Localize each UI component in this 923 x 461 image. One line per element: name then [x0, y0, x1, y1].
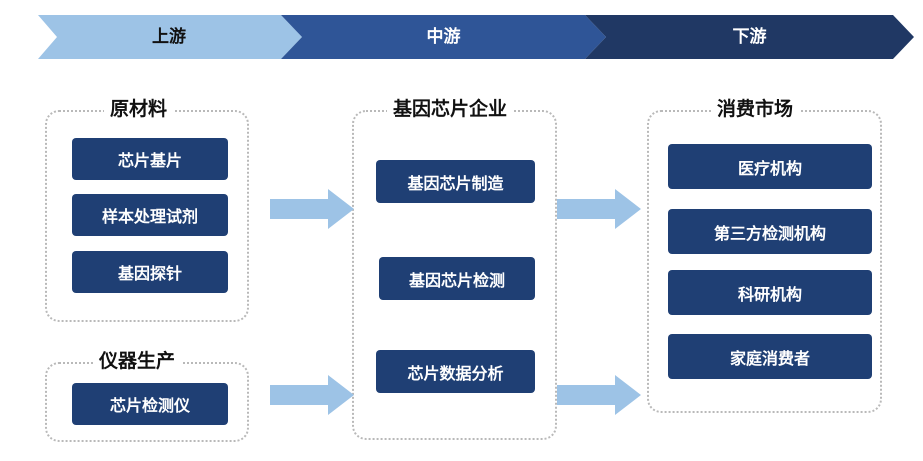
market-research-institutions: 科研机构	[668, 270, 872, 315]
stage-chevron-midstream	[281, 15, 606, 59]
material-sample-reagent: 样本处理试剂	[72, 194, 228, 236]
stage-label-downstream: 下游	[732, 27, 767, 47]
right-arrow-icon	[557, 375, 641, 415]
instrument-production-title: 仪器生产	[93, 349, 182, 373]
stage-chevron-upstream	[38, 15, 302, 59]
right-arrow-icon	[270, 189, 354, 229]
gene-chip-enterprise-title: 基因芯片企业	[387, 97, 514, 121]
stage-chevron-downstream	[585, 15, 914, 59]
mid-chip-testing: 基因芯片检测	[379, 257, 535, 300]
market-medical-institutions: 医疗机构	[668, 144, 872, 189]
right-arrow-icon	[270, 375, 354, 415]
consumer-market-title: 消费市场	[711, 97, 800, 121]
material-chip-substrate: 芯片基片	[72, 138, 228, 180]
raw-materials-title: 原材料	[104, 97, 174, 121]
right-arrow-icon	[557, 189, 641, 229]
mid-chip-manufacturing: 基因芯片制造	[376, 160, 535, 203]
market-third-party-testing: 第三方检测机构	[668, 209, 872, 254]
instrument-chip-detector: 芯片检测仪	[72, 383, 228, 425]
mid-chip-data-analysis: 芯片数据分析	[376, 350, 535, 393]
market-home-consumers: 家庭消费者	[668, 334, 872, 379]
stage-label-midstream: 中游	[426, 27, 461, 47]
stage-banner	[38, 15, 914, 59]
material-gene-probe: 基因探针	[72, 251, 228, 293]
stage-label-upstream: 上游	[152, 27, 186, 47]
